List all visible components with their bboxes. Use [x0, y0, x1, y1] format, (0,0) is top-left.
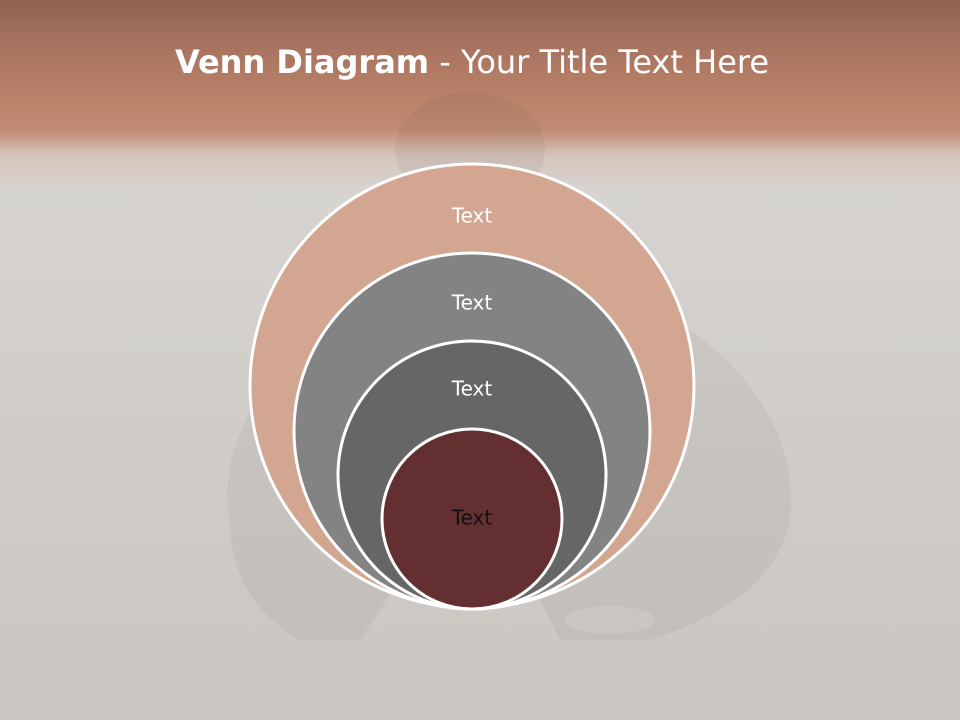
title-bold: Venn Diagram	[174, 43, 430, 81]
ring-4-circle	[380, 427, 564, 611]
ring-2-label: Text	[451, 291, 493, 315]
slide-title: Venn Diagram - Your Title Text Here	[0, 38, 944, 86]
ring-3-label: Text	[451, 377, 493, 401]
ring-4-label: Text	[451, 506, 493, 530]
title-rest: - Your Title Text Here	[429, 43, 770, 81]
header-band	[0, 0, 960, 190]
ring-1-label: Text	[451, 204, 493, 228]
